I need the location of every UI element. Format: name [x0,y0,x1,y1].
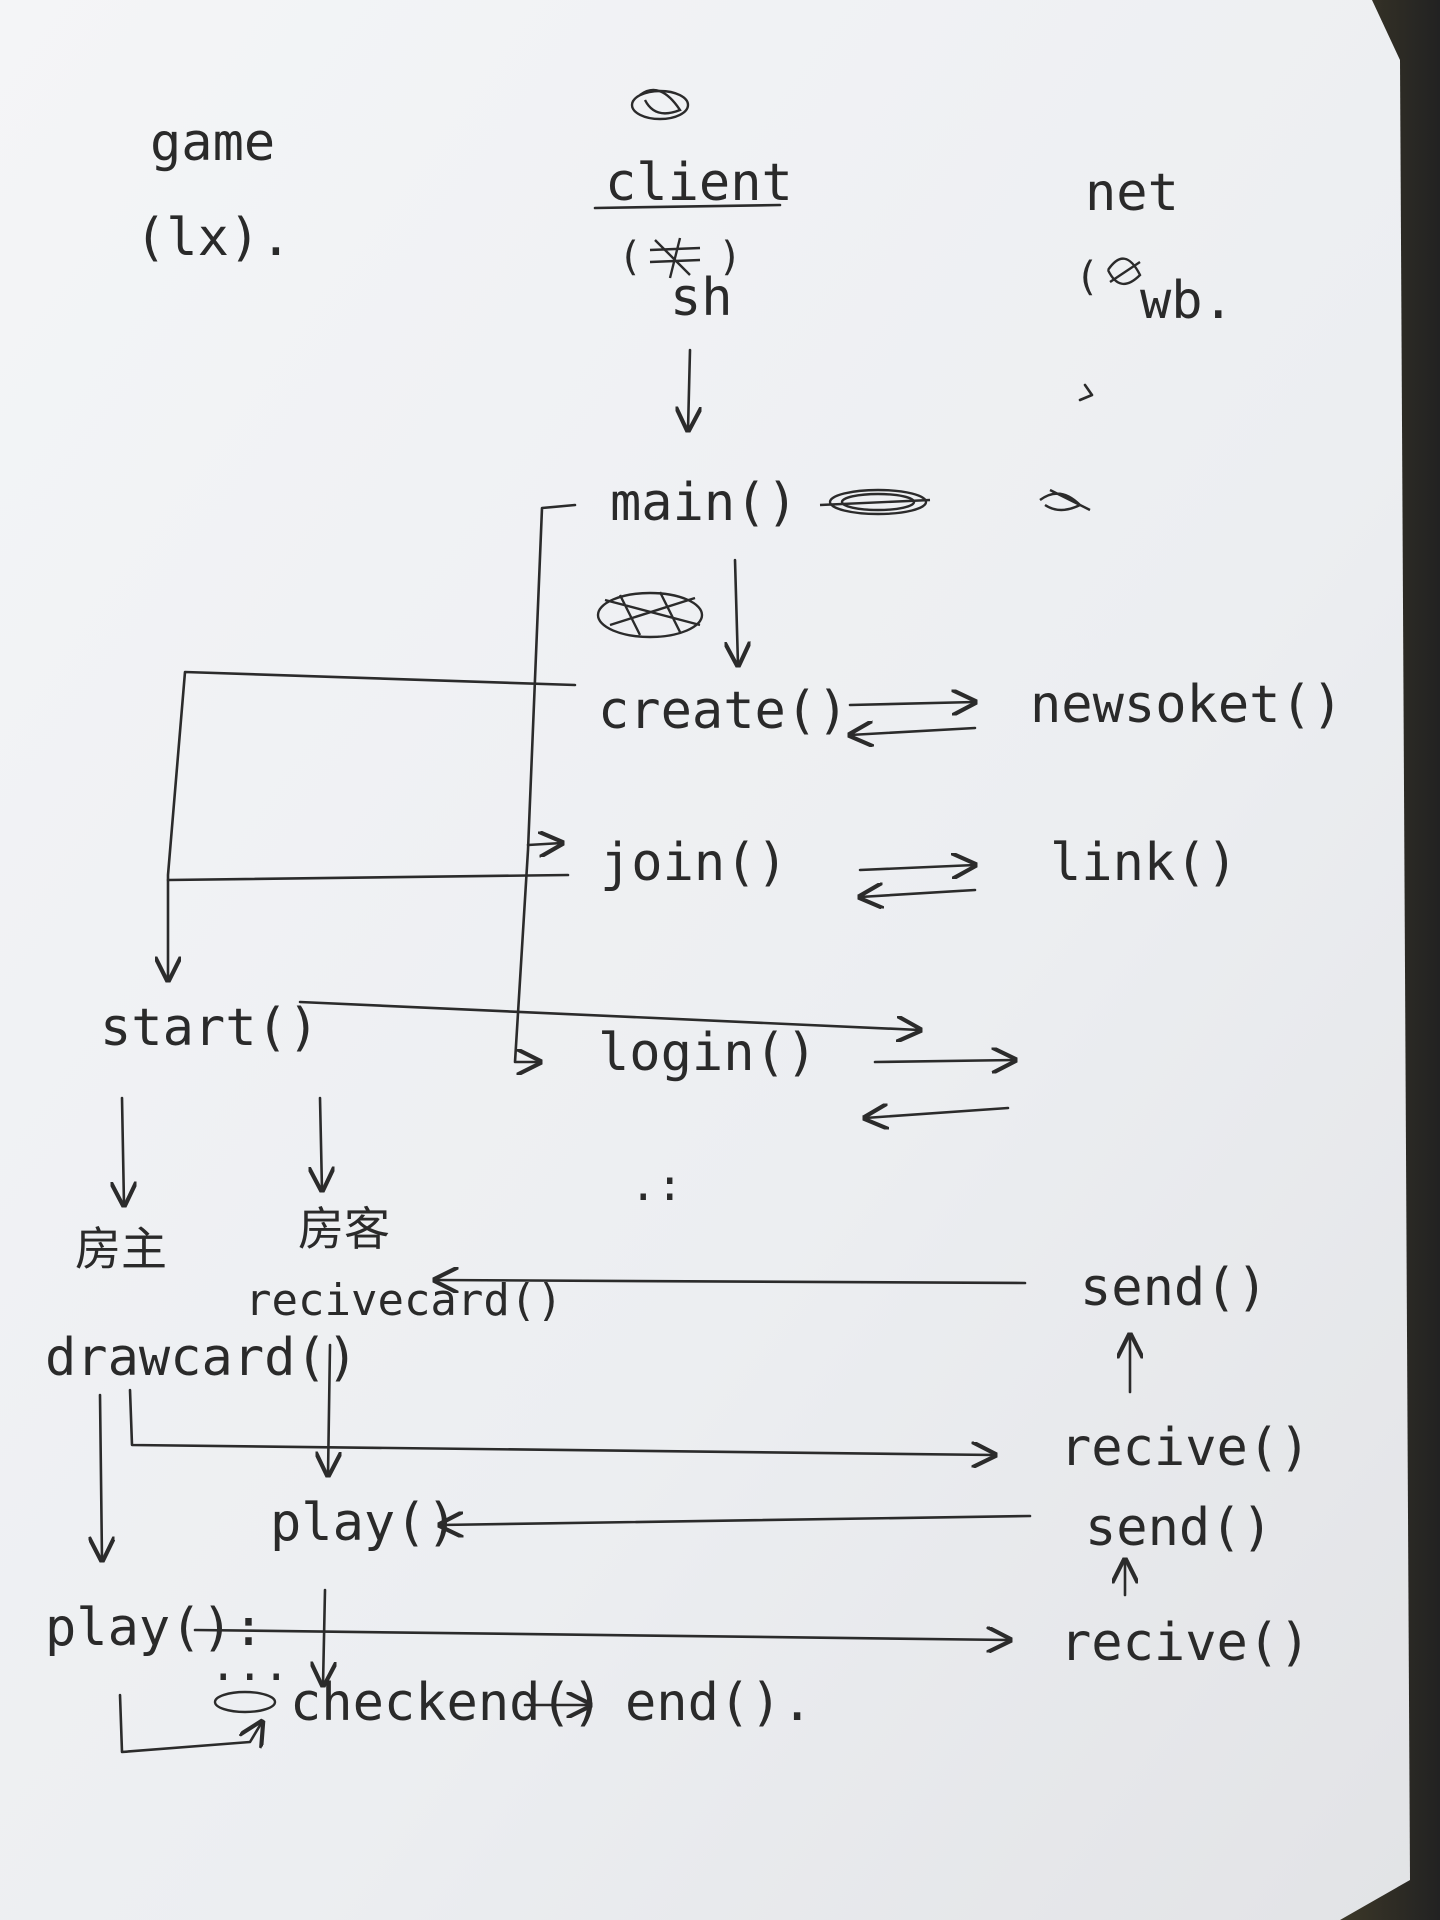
drawcard-to-recive-arrow [128,1388,995,1455]
create-to-start-line [168,670,577,980]
end-func: end(). [625,1673,813,1733]
play-guest-func: play() [270,1493,458,1553]
game-title: game [150,113,275,173]
client-owner: sh [670,268,733,328]
recivecard-to-play-arrow [328,1343,330,1475]
client-title: client [605,153,793,213]
login-func: login() [598,1023,817,1083]
main-to-create-arrow [735,558,738,665]
svg-text:): ) [718,234,742,280]
ellipsis: ... [210,1640,289,1691]
start-to-guest-arrow [320,1096,322,1190]
net-owner: wb. [1140,271,1234,331]
send-func-1: send() [1080,1258,1268,1318]
client-dots: .: [630,1160,683,1211]
main-to-create-scribble [596,591,704,639]
join-to-link-arrow [858,865,975,870]
start-func: start() [100,998,319,1058]
play-host-func: play(): [45,1598,264,1658]
main-to-join-arrow [526,843,562,845]
create-to-newsoket-arrow [848,702,975,705]
stray-mark [1078,383,1094,402]
game-owner: (lx). [135,208,292,268]
recivecard-func: recivecard() [245,1275,563,1326]
main-func: main() [610,473,798,533]
send-func-2: send() [1085,1498,1273,1558]
login-in-arrow [865,1108,1010,1118]
client-underline [593,203,782,210]
link-func: link() [1050,833,1238,893]
sh-to-main-arrow [688,348,690,430]
play-to-recive-arrow [193,1630,1010,1640]
join-to-start-line [166,873,570,882]
send-to-play-arrow [440,1516,1032,1525]
join-func: join() [600,833,788,893]
play-loop-back-arrow [118,1693,262,1754]
newsoket-func: newsoket() [1030,675,1343,735]
checkend-scribble [213,1690,277,1714]
login-out-arrow [873,1060,1015,1062]
guest-label: 房客 [298,1202,390,1256]
scribble-mark-top [630,88,690,121]
start-to-login-line [298,1000,920,1030]
main-scribble [819,488,1091,516]
net-title: net [1085,163,1179,223]
link-to-join-arrow [860,890,977,897]
recive-func-2: recive() [1060,1613,1310,1673]
play-to-checkend-arrow [323,1588,325,1685]
svg-text:(: ( [1075,254,1099,300]
svg-text:(: ( [618,234,642,280]
create-func: create() [598,681,848,741]
paper-surface [0,0,1410,1920]
send-to-recivecard-arrow [435,1280,1027,1283]
drawcard-func: drawcard() [45,1328,358,1388]
scribbled-out-name: ( ) [618,234,742,280]
checkend-func: checkend() [290,1673,603,1733]
host-label: 房主 [75,1222,167,1276]
main-to-login-bracket [513,503,577,1062]
newsoket-to-create-arrow [850,728,977,735]
scribbled-out-net: ( [1075,254,1142,300]
start-to-host-arrow [122,1096,124,1205]
drawcard-to-play-arrow [100,1393,102,1560]
recive-func-1: recive() [1060,1418,1310,1478]
